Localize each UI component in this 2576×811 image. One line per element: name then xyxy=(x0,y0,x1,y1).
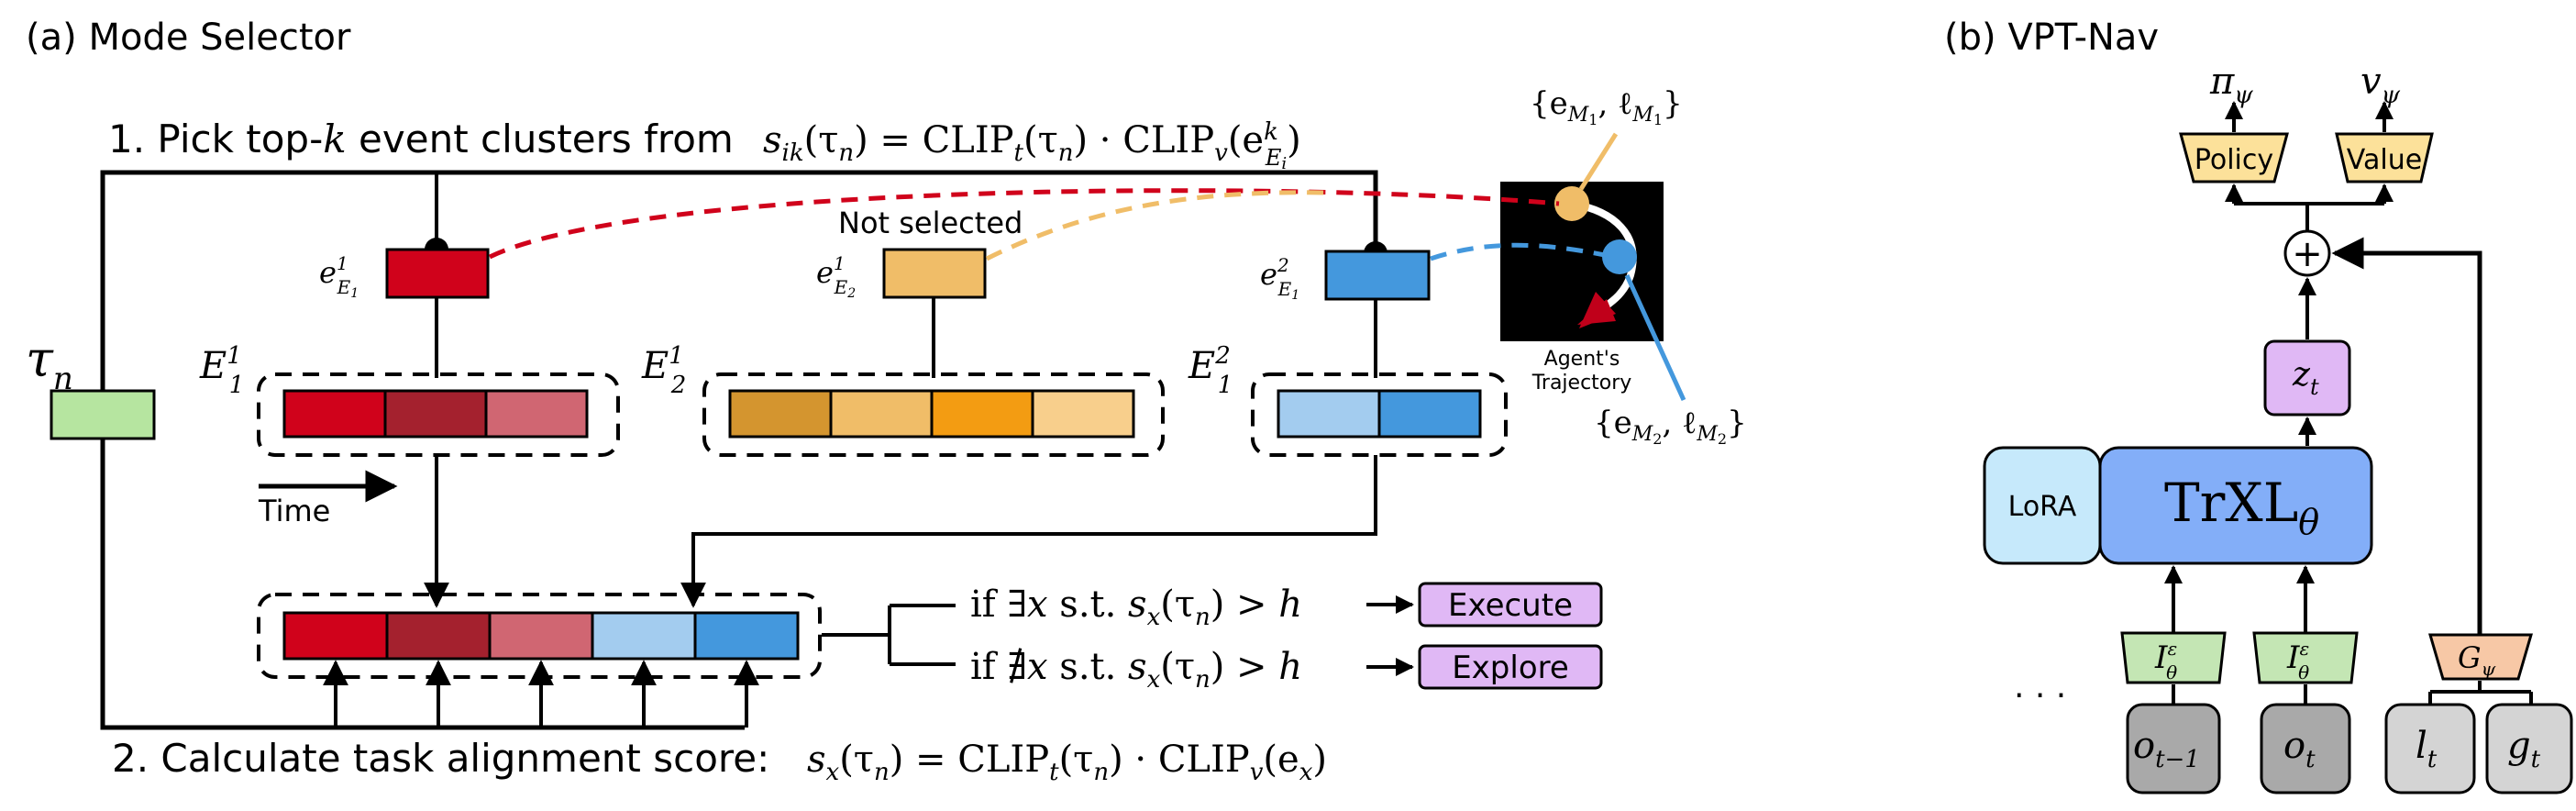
panel-a-title: (a) Mode Selector xyxy=(26,17,351,59)
trajectory-arrowhead-fill xyxy=(1579,292,1616,328)
score-arrows xyxy=(323,660,759,728)
lora-label: LoRA xyxy=(2008,491,2077,523)
obs-current-box xyxy=(2260,703,2351,794)
step2-label: 2. Calculate task alignment score: xyxy=(112,736,769,781)
merged-cell-2 xyxy=(488,611,594,661)
tau-box xyxy=(50,389,156,440)
policy-label: Policy xyxy=(2195,144,2273,176)
decision-bracket xyxy=(822,604,956,666)
goal-l-box xyxy=(2384,703,2476,794)
top-loop-line xyxy=(100,170,1378,431)
flow-e3-to-merged xyxy=(680,455,1377,608)
z-label: zt xyxy=(2292,356,2319,400)
not-selected-label: Not selected xyxy=(838,206,1023,240)
orange-dashed-link xyxy=(985,190,1325,261)
goal-fork xyxy=(2428,681,2533,706)
goal-encoder-label: Gψ xyxy=(2458,640,2496,680)
step2-formula: sx(τn) = CLIPt(τn) · CLIPv(ex) xyxy=(807,739,1327,786)
event-box-e3 xyxy=(1324,250,1431,301)
step1-label: 1. Pick top-k event clusters from xyxy=(108,117,734,161)
trxl-box xyxy=(2098,446,2373,565)
event-cell-0 xyxy=(728,389,833,439)
trajectory-caption-1: Agent's xyxy=(1544,348,1620,371)
obs-prev-label: ot−1 xyxy=(2133,725,2200,773)
cluster-dash-box xyxy=(702,372,1165,457)
m1-label: {eM1, ℓM1} xyxy=(1530,85,1683,128)
obs-prev-box xyxy=(2126,703,2221,794)
condition-execute: if ∃x s.t. sx(τn) > h xyxy=(970,583,1302,631)
m2-leader xyxy=(1624,273,1686,402)
add-node xyxy=(2283,229,2331,277)
goal-l-label: lt xyxy=(2416,725,2438,773)
explore-box xyxy=(1418,644,1603,690)
goal-g-box xyxy=(2485,703,2573,794)
trajectory-point-m1 xyxy=(1554,186,1589,221)
v-label: vψ xyxy=(2360,61,2401,109)
plus-sign: + xyxy=(2292,233,2323,275)
goal-to-add-line xyxy=(2331,237,2482,635)
event-cell-0 xyxy=(1277,389,1381,439)
merged-cell-3 xyxy=(591,611,697,661)
panel-b-title: (b) VPT-Nav xyxy=(1944,17,2159,59)
event-cell-2 xyxy=(484,389,589,439)
condition-explore: if ∄x s.t. sx(τn) > h xyxy=(970,646,1302,694)
image-encoder-2 xyxy=(2252,631,2359,684)
head-fork xyxy=(2234,202,2384,231)
trxl-label: TrXLθ xyxy=(2164,472,2319,542)
red-dashed-link xyxy=(488,188,1560,260)
explore-label: Explore xyxy=(1452,650,1569,686)
event-cell-3 xyxy=(1031,389,1135,439)
bottom-loop-line xyxy=(100,439,745,730)
policy-head xyxy=(2179,132,2289,183)
event-cell-2 xyxy=(930,389,1034,439)
m1-leader xyxy=(1578,132,1619,191)
merged-cell-1 xyxy=(385,611,492,661)
pi-label: πψ xyxy=(2209,61,2253,109)
tau-label: τn xyxy=(26,330,73,397)
time-label: Time xyxy=(258,494,330,528)
ellipsis: · · · xyxy=(2014,677,2066,715)
event-box-e2 xyxy=(882,248,987,299)
m2-label: {eM2, ℓM2} xyxy=(1594,405,1747,448)
event-cell-1 xyxy=(829,389,934,439)
trajectory-point-m2 xyxy=(1602,239,1637,274)
value-head xyxy=(2335,132,2434,183)
cluster-dash-box xyxy=(1251,372,1508,457)
execute-label: Execute xyxy=(1448,587,1573,624)
blue-dashed-link xyxy=(1430,242,1606,261)
obs-current-label: ot xyxy=(2283,725,2316,773)
merged-events xyxy=(282,611,800,661)
event-cell-1 xyxy=(1377,389,1482,439)
goal-encoder xyxy=(2428,633,2533,681)
trajectory-caption-2: Trajectory xyxy=(1531,372,1632,394)
event-cell-0 xyxy=(282,389,387,439)
merged-cell-0 xyxy=(282,611,389,661)
z-box xyxy=(2263,339,2351,417)
merged-cell-4 xyxy=(693,611,800,661)
image-encoder-1 xyxy=(2120,631,2227,684)
event-box-e1 xyxy=(385,248,490,299)
event-cell-1 xyxy=(383,389,488,439)
execute-box xyxy=(1418,582,1603,628)
goal-g-label: gt xyxy=(2507,725,2541,773)
value-label: Value xyxy=(2347,144,2422,176)
